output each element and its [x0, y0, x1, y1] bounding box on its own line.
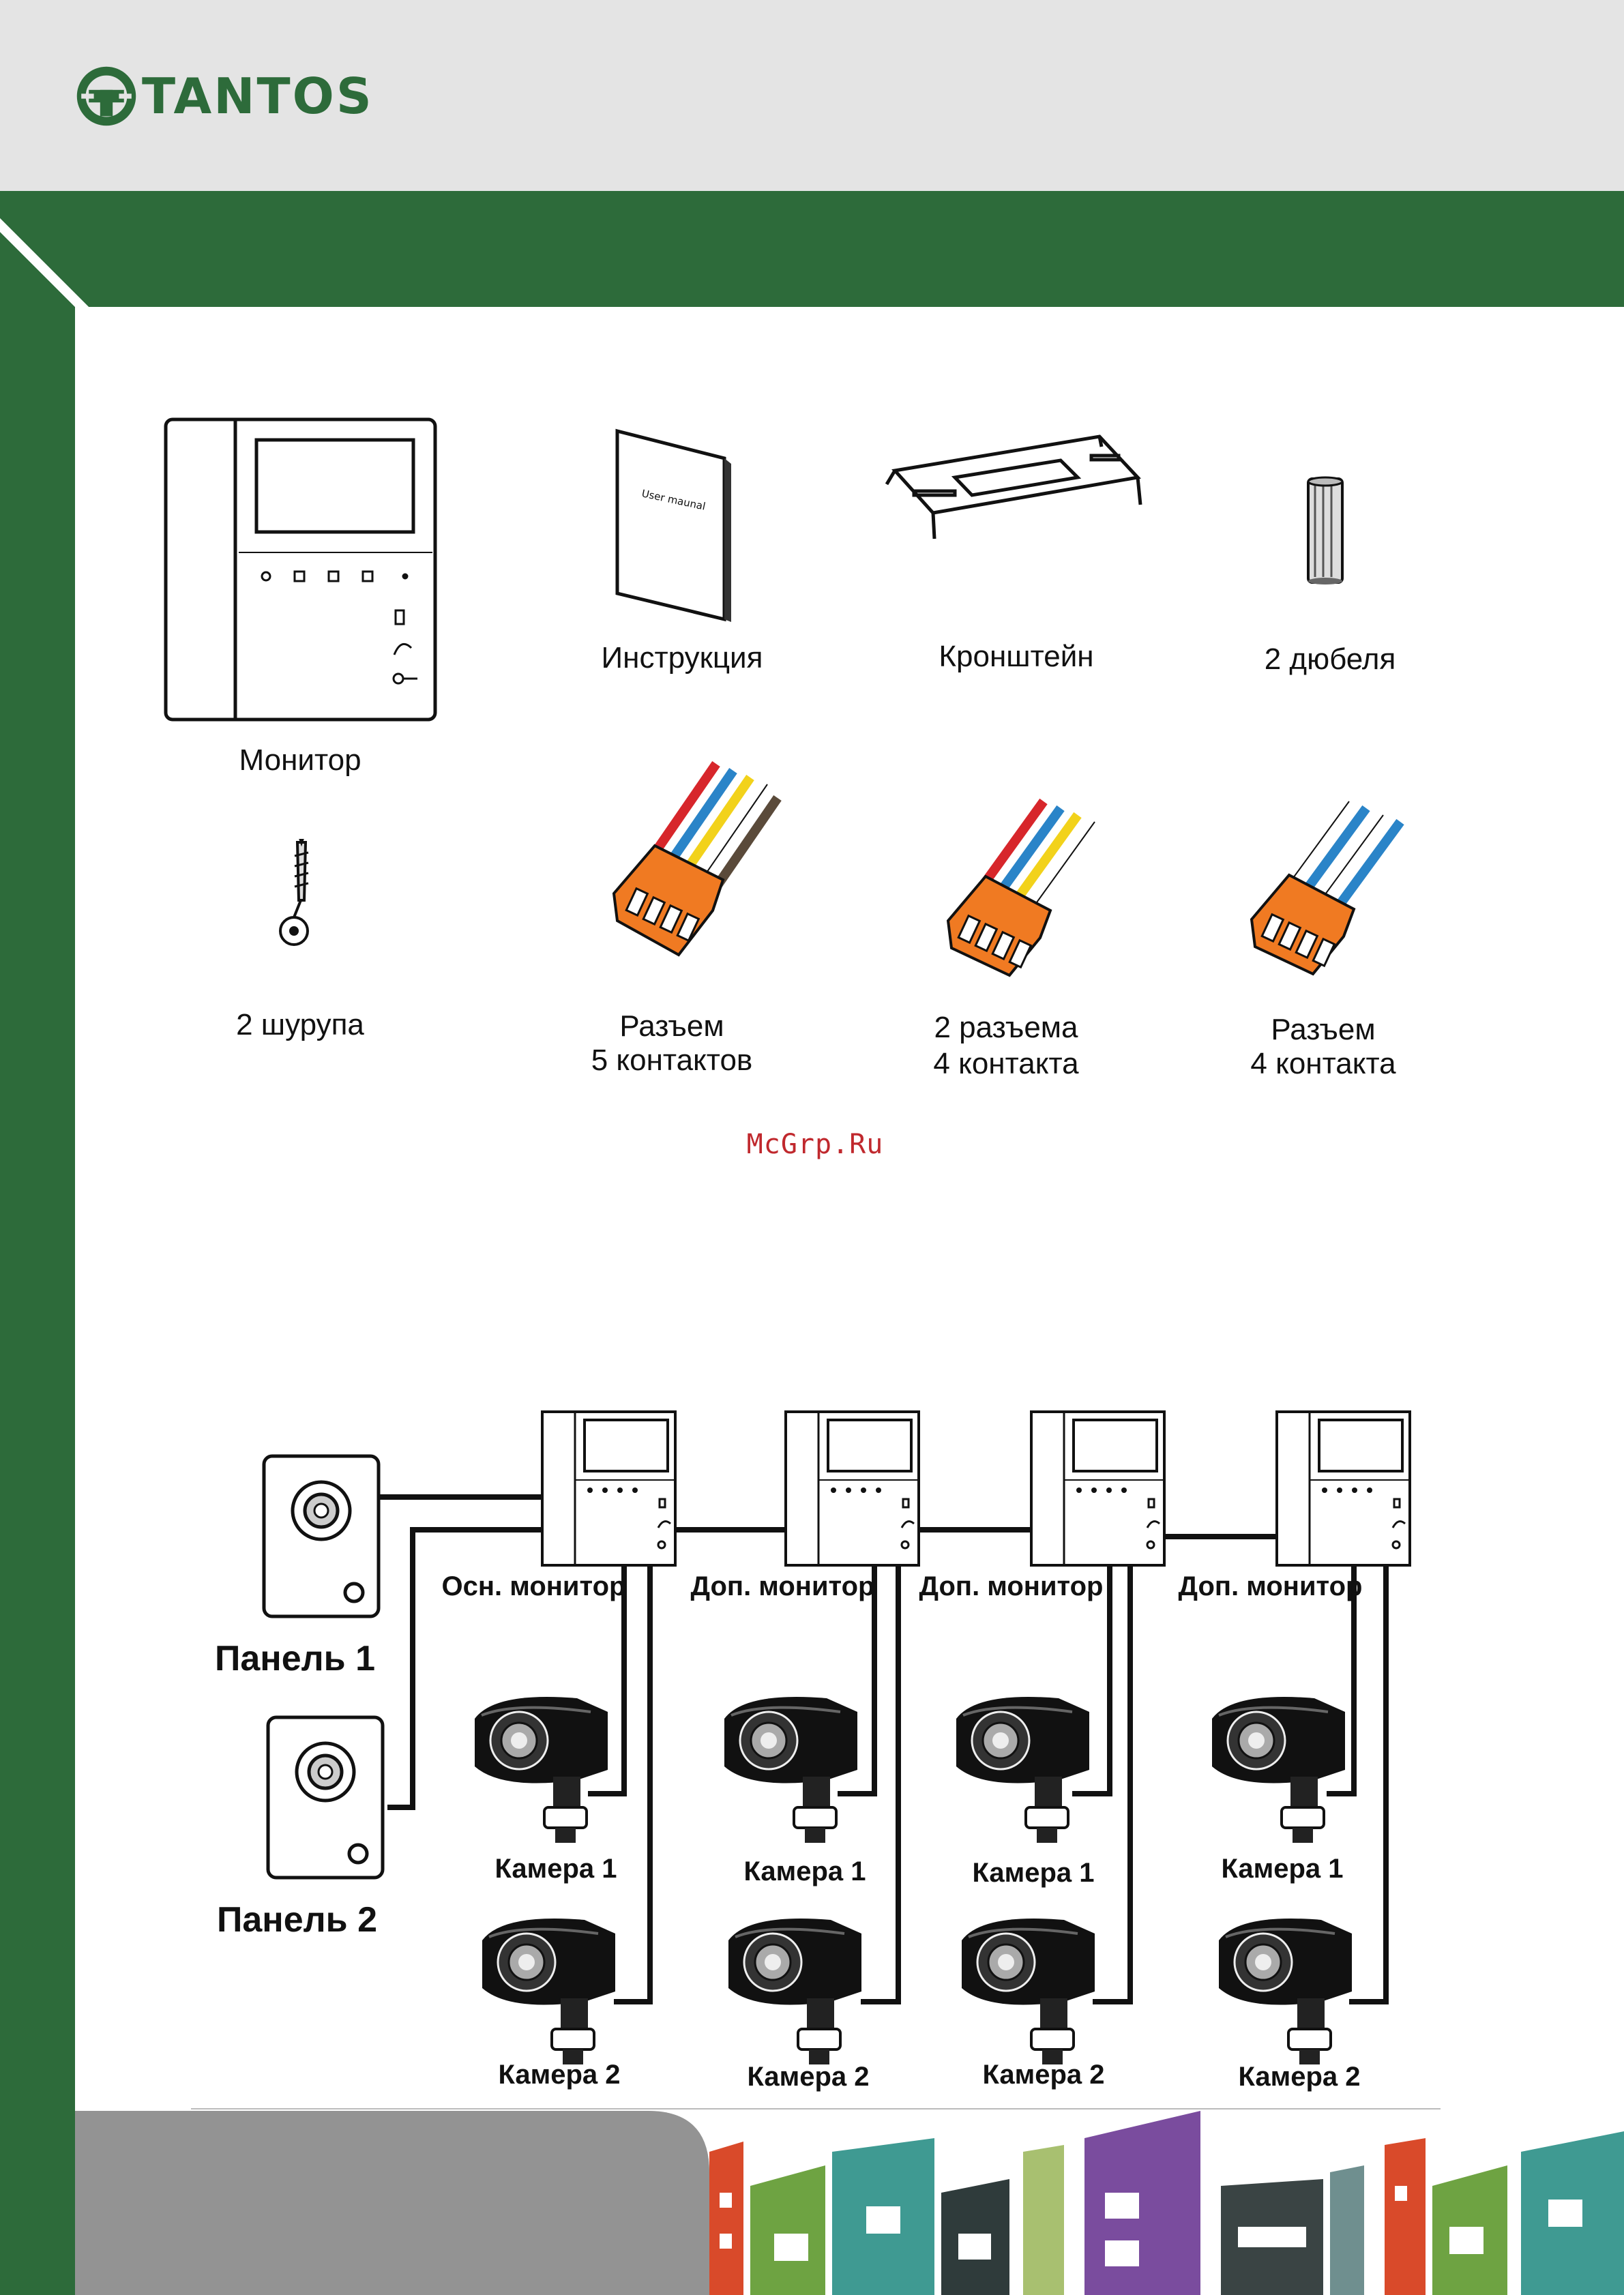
- camera-2-label: Камера 2: [1214, 2062, 1385, 2092]
- monitor-extra-3-label: Доп. монитор: [1173, 1571, 1368, 1602]
- camera-1-label: Камера 1: [720, 1856, 890, 1887]
- camera-2-label: Камера 2: [958, 2060, 1129, 2090]
- monitor-extra-2-label: Доп. монитор: [914, 1571, 1108, 1602]
- camera-1-label: Камера 1: [471, 1854, 641, 1884]
- footer-buildings: [0, 2111, 1624, 2295]
- monitor-extra-1-label: Доп. монитор: [685, 1571, 880, 1602]
- camera-2-label: Камера 2: [474, 2060, 645, 2090]
- monitor-main-label: Осн. монитор: [437, 1571, 631, 1602]
- camera-1-label: Камера 1: [1197, 1854, 1368, 1884]
- panel-1-label: Панель 1: [215, 1638, 375, 1679]
- panel-2-label: Панель 2: [217, 1899, 377, 1940]
- camera-1-label: Камера 1: [948, 1858, 1119, 1889]
- camera-2-label: Камера 2: [723, 2062, 894, 2092]
